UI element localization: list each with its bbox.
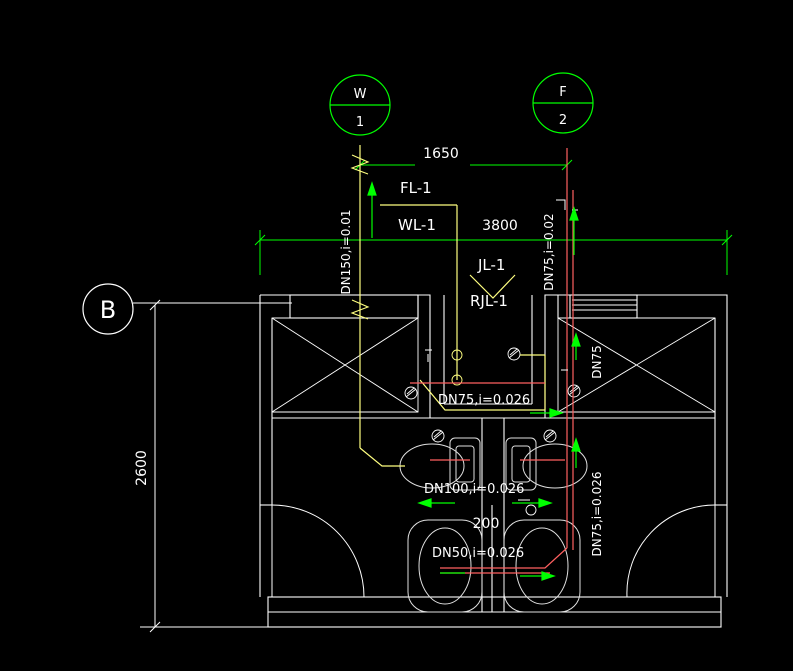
axis-bubble-b: B: [82, 283, 292, 335]
label-dn75-vertical-right: DN75,i=0.026: [590, 471, 604, 556]
dim-3800: 3800: [482, 218, 518, 234]
bubble-f-bottom: 2: [559, 113, 567, 128]
riser-wl1: WL-1: [398, 216, 436, 234]
dim-1650: 1650: [423, 146, 459, 162]
drain-pipes: [359, 145, 546, 467]
basin-right: [505, 437, 588, 491]
bubble-f-top: F: [559, 85, 566, 100]
axis-b-label: B: [100, 296, 116, 324]
label-dn50: DN50,i=0.026: [432, 546, 524, 561]
dimension-height: [140, 299, 268, 633]
break-symbols: [350, 154, 370, 320]
label-dn75-right: DN75: [590, 345, 604, 379]
riser-rjl1: RJL-1: [470, 292, 508, 310]
door-right: [626, 504, 716, 598]
tub-right: [557, 317, 716, 413]
riser-fl1: FL-1: [400, 179, 432, 197]
toilet-left: [407, 519, 483, 613]
label-dn75-top: DN75,i=0.02: [542, 213, 556, 290]
door-left: [271, 504, 365, 598]
grid-bubble-w: W 1: [329, 74, 391, 136]
bubble-w-bottom: 1: [356, 115, 364, 130]
dim-2600: 2600: [134, 450, 150, 486]
supply-pipes: [410, 148, 574, 574]
dim-200: 200: [473, 516, 500, 532]
label-dn150: DN150,i=0.01: [339, 209, 353, 294]
label-dn75-middle: DN75,i=0.026: [438, 393, 530, 408]
room-walls: [259, 294, 728, 628]
toilet-right: [503, 519, 581, 613]
flow-arrows: [367, 181, 581, 581]
dimension-overall: [254, 230, 733, 275]
grid-bubble-f: F 2: [532, 72, 594, 134]
label-dn100: DN100,i=0.026: [424, 482, 524, 497]
tub-left: [271, 317, 419, 413]
riser-jl1: JL-1: [477, 256, 505, 274]
bubble-w-top: W: [354, 87, 367, 102]
